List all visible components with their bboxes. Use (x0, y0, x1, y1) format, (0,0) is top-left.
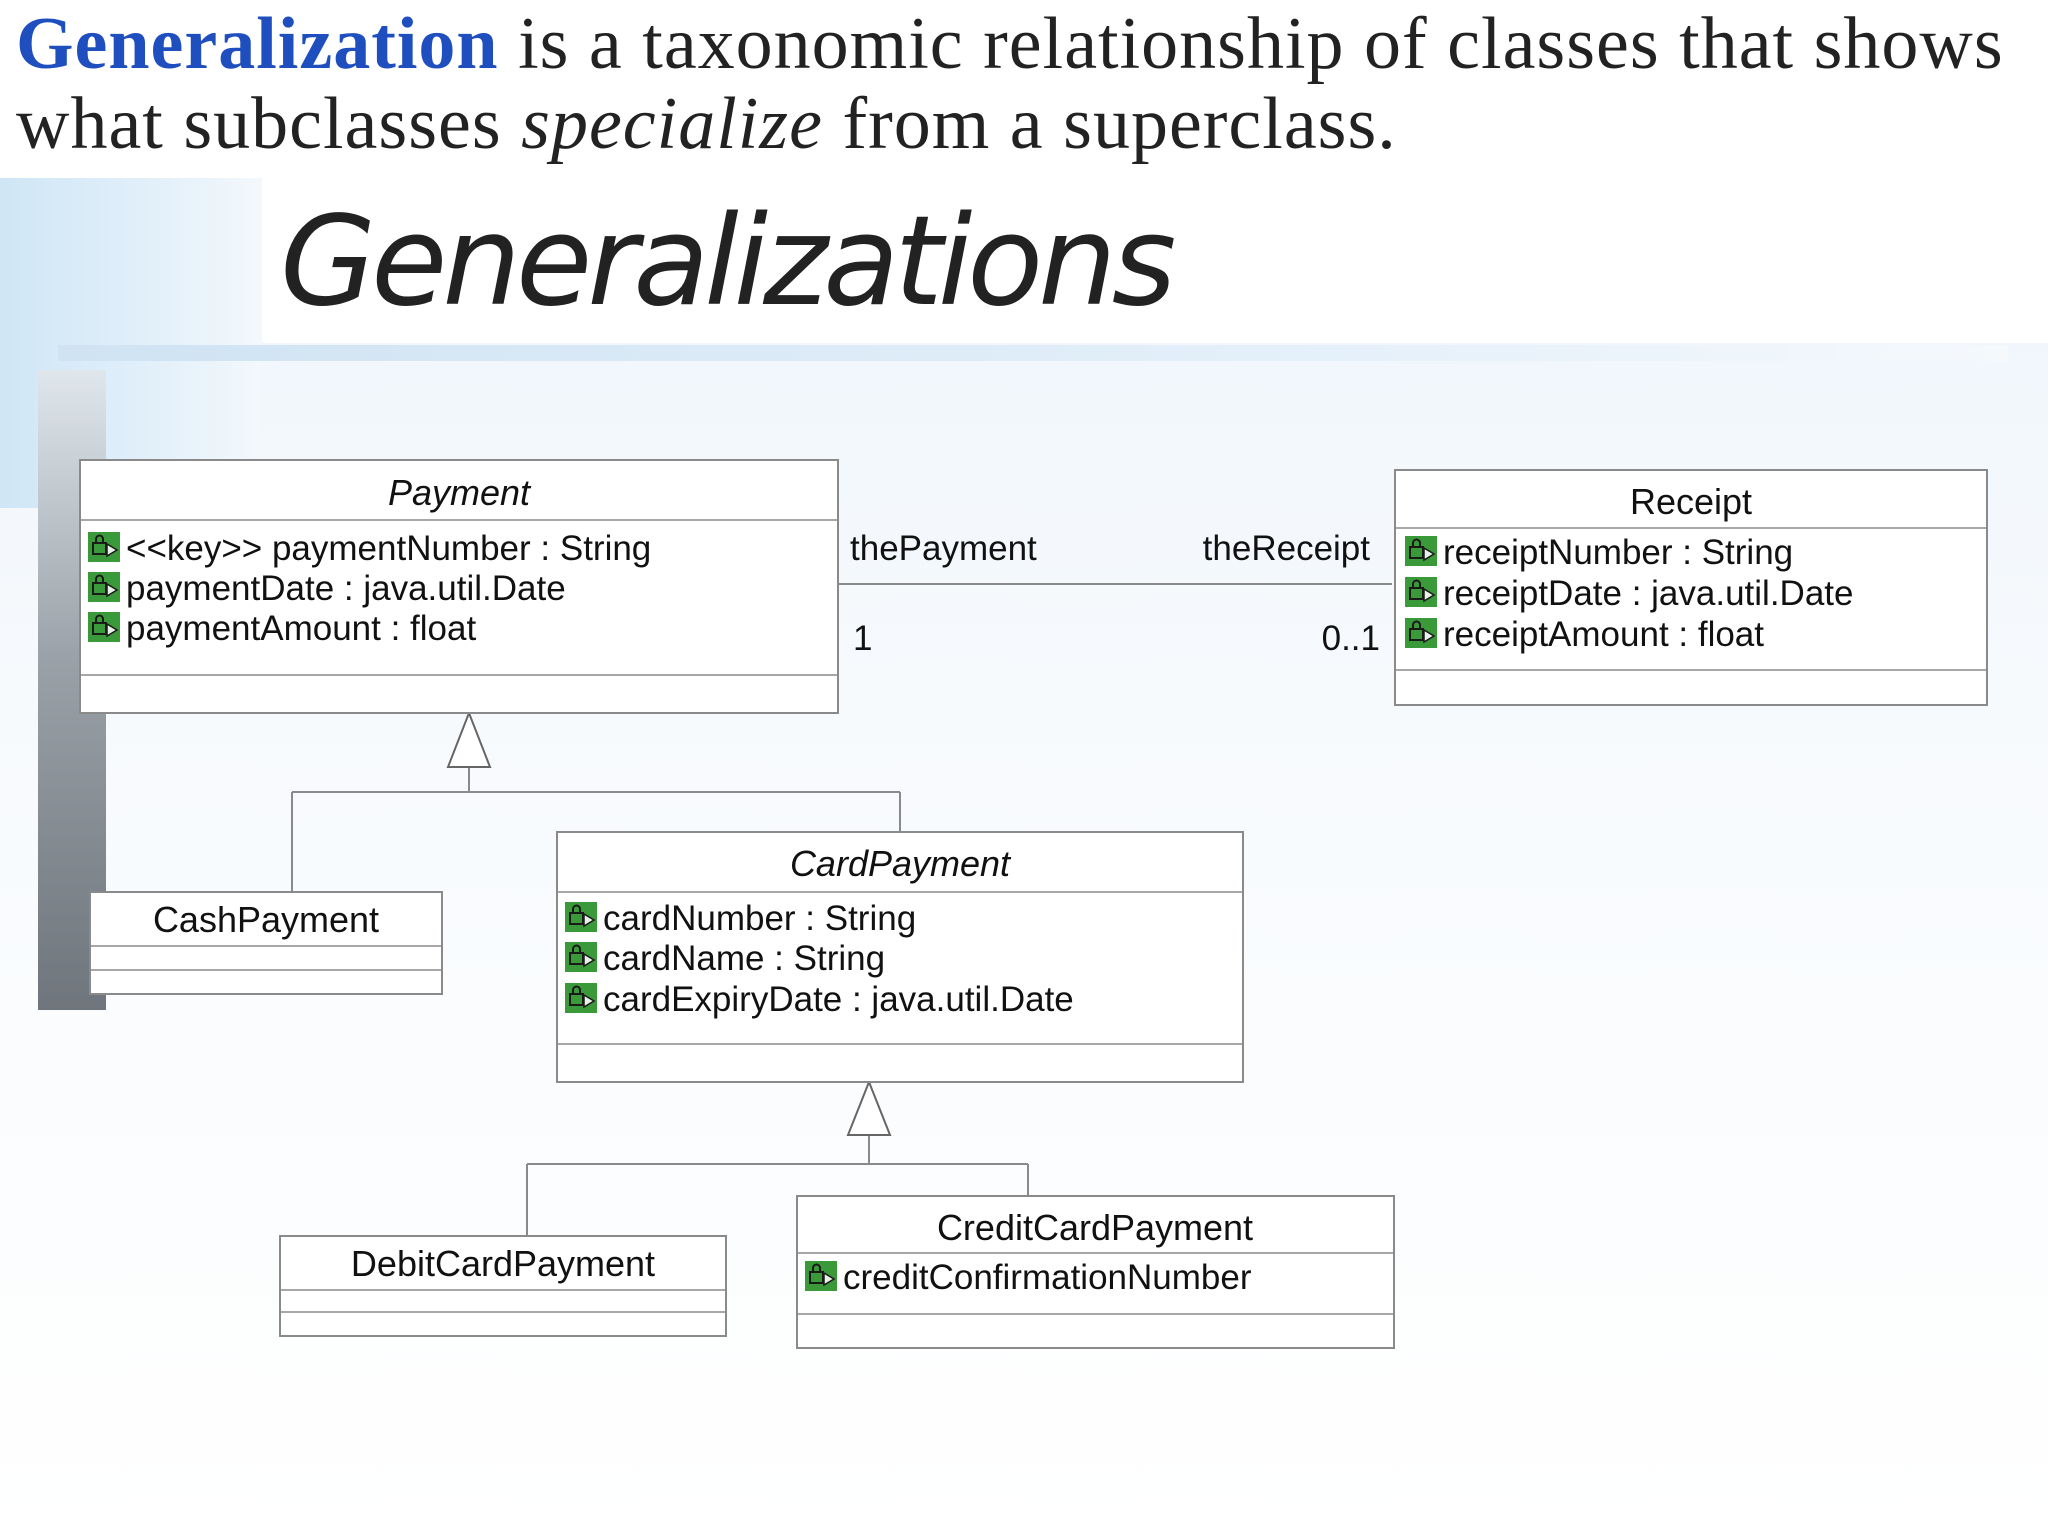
header-rule (58, 345, 2008, 361)
class-name: Receipt (1630, 481, 1752, 522)
attribute: cardName : String (603, 939, 885, 978)
attribute: <<key>> paymentNumber : String (126, 529, 651, 568)
attribute: receiptAmount : float (1443, 615, 1764, 654)
intro-term: Generalization (16, 3, 499, 85)
inheritance-arrow-card-payment (846, 1079, 892, 1136)
class-debit-card-payment[interactable]: DebitCardPayment (279, 1235, 727, 1337)
generalization-card-payment (526, 1135, 1029, 1236)
class-name: DebitCardPayment (351, 1243, 655, 1284)
attribute: receiptNumber : String (1443, 533, 1793, 572)
intro-emphasis: specialize (521, 83, 823, 165)
attribute: cardExpiryDate : java.util.Date (603, 980, 1074, 1019)
attribute: cardNumber : String (603, 899, 916, 938)
class-name: Payment (388, 472, 532, 513)
class-name: CardPayment (790, 843, 1012, 884)
class-payment[interactable]: Payment <<key>> paymentNumber : String p… (79, 459, 839, 714)
class-receipt[interactable]: Receipt receiptNumber : String receiptDa… (1394, 469, 1988, 706)
intro-paragraph: Generalization is a taxonomic relationsh… (16, 4, 2016, 164)
title-background (262, 178, 2048, 343)
role-the-payment: thePayment (850, 529, 1037, 568)
generalization-payment (291, 767, 901, 892)
intro-text-2: from a superclass. (822, 83, 1397, 165)
multiplicity-receipt: 0..1 (1322, 619, 1380, 658)
attribute: receiptDate : java.util.Date (1443, 574, 1853, 613)
attribute: creditConfirmationNumber (843, 1258, 1252, 1297)
class-cash-payment[interactable]: CashPayment (89, 891, 443, 995)
class-name: CreditCardPayment (937, 1207, 1253, 1248)
class-credit-card-payment[interactable]: CreditCardPayment creditConfirmationNumb… (796, 1195, 1395, 1349)
role-the-receipt: theReceipt (1203, 529, 1371, 568)
class-card-payment[interactable]: CardPayment cardNumber : String cardName… (556, 831, 1244, 1083)
intro-text-1: is a taxonomic relationship of classes t… (16, 3, 2004, 165)
inheritance-arrow-payment (446, 710, 492, 768)
slide-title: Generalizations (280, 190, 1176, 334)
attribute: paymentAmount : float (126, 609, 476, 648)
multiplicity-payment: 1 (853, 619, 872, 658)
class-name: CashPayment (153, 899, 379, 940)
attribute: paymentDate : java.util.Date (126, 569, 566, 608)
